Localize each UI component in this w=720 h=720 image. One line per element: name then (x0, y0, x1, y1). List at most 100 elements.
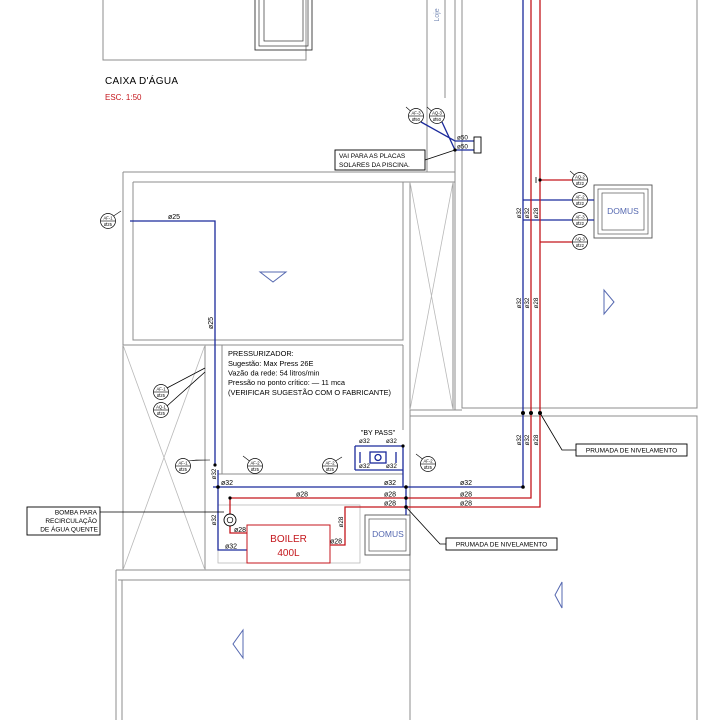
domus-upper-label: DOMUS (607, 206, 639, 216)
pipe-label: ø32 (460, 480, 472, 487)
pipe-label: ø32 (524, 297, 531, 308)
tag-diameter: Ø22 (576, 181, 585, 186)
pipe-tag: AQ-3 Ø50 (426, 106, 445, 124)
triangle-down-icon (258, 271, 288, 283)
pipe-tag: AF-1 Ø25 (175, 458, 210, 474)
pipe-tag: AF-2 Ø22 (572, 192, 588, 208)
pipe-label: ø32 (359, 463, 370, 470)
pipe-label: ø32 (384, 480, 396, 487)
tag-id: AF-2 (575, 194, 585, 199)
tag-id: AF-2 (423, 458, 433, 463)
pipe-label: ø32 (524, 207, 531, 218)
pipe-label: ø25 (168, 214, 180, 221)
pipe-label: ø28 (533, 434, 540, 445)
pipe-label: ø32 (211, 514, 218, 525)
pipe-label: ø32 (221, 480, 233, 487)
pipe-tag: AF-1 Ø25 (100, 210, 122, 229)
drawing-title: CAIXA D'ÁGUA (105, 74, 178, 87)
tag-id: AF-2 (325, 460, 335, 465)
drawing-scale: ESC. 1:50 (105, 93, 142, 102)
pipe-label: ø50 (457, 144, 468, 151)
pipe-label: ø28 (234, 527, 246, 534)
tag-id: AF-3 (411, 110, 421, 115)
pressurizer-note-line: Pressão no ponto crítico: — 11 mca (228, 378, 346, 387)
recirculation-pump-note: BOMBA PARA RECIRCULAÇÃO DE ÁGUA QUENTE (26, 506, 101, 536)
tag-id: AF-1 (178, 460, 188, 465)
pipe-label: ø28 (338, 516, 345, 527)
pipe-label: ø28 (533, 297, 540, 308)
pipe-tags: AF-1 Ø25 AF-3 Ø50 AQ-3 Ø50 AQ-2 Ø22 AF-2… (100, 106, 588, 474)
tag-diameter: Ø22 (576, 201, 585, 206)
pipe-label: ø32 (524, 434, 531, 445)
pipe-tag: AQ-3 Ø22 (572, 234, 588, 250)
tag-diameter: Ø25 (157, 411, 166, 416)
pipe-tag: AF-3 Ø50 (405, 106, 424, 124)
pump-note-line: RECIRCULAÇÃO (45, 516, 97, 525)
leveling-riser-note-lower: PRUMADA DE NIVELAMENTO (445, 537, 558, 551)
water-tank-symbol (254, 0, 313, 51)
tag-diameter: Ø22 (576, 243, 585, 248)
pipe-tag: AF-3 Ø22 (572, 212, 588, 228)
tag-id: AF-1 (156, 386, 166, 391)
pipe-tag: AF-2 Ø25 (242, 455, 263, 474)
hot-water-pipe (229, 0, 572, 546)
pipe-label: ø28 (460, 492, 472, 499)
leveling-riser-label: PRUMADA DE NIVELAMENTO (586, 448, 677, 455)
domus-lower: DOMUS (364, 514, 411, 556)
tag-diameter: Ø25 (326, 467, 335, 472)
pressurizer-note-line: Vazão da rede: 54 litros/min (228, 369, 319, 378)
triangle-left-icon (554, 581, 563, 609)
shaft-cross-hatch (122, 181, 454, 571)
boiler-capacity: 400L (277, 548, 300, 559)
pressurizer-note-line: PRESSURIZADOR: (228, 349, 294, 358)
solar-note-line: VAI PARA AS PLACAS (339, 153, 406, 160)
pipe-tag: AF-2 Ø25 (322, 456, 343, 474)
tag-diameter: Ø25 (179, 467, 188, 472)
leveling-riser-note-upper: PRUMADA DE NIVELAMENTO (575, 443, 688, 457)
tag-id: AQ-3 (432, 110, 442, 115)
pipe-labels: ø25 ø25 ø50 ø50 ø32 ø32 ø28 ø32 ø32 ø28 … (168, 135, 540, 551)
solar-panels-note: VAI PARA AS PLACAS SOLARES DA PISCINA. (334, 149, 426, 171)
solar-note-line: SOLARES DA PISCINA. (339, 162, 410, 169)
direction-markers (232, 271, 615, 660)
fitting-box (473, 136, 482, 154)
pipe-label: ø32 (359, 438, 370, 445)
pipe-tag: AF-1 Ø25 (153, 384, 169, 400)
wall-outline (102, 0, 698, 720)
pipe-tag: AQ-2 Ø22 (569, 170, 588, 188)
boiler: BOILER 400L (246, 524, 331, 564)
triangle-right-icon (603, 288, 615, 316)
leader-lines (100, 149, 576, 545)
pipe-label: ø32 (516, 297, 523, 308)
tag-diameter: Ø25 (104, 222, 113, 227)
pipe-label: ø32 (516, 207, 523, 218)
bypass-assembly (354, 446, 397, 470)
tag-id: AQ-2 (575, 174, 585, 179)
pipe-label: ø32 (516, 434, 523, 445)
pipe-label: ø28 (296, 492, 308, 499)
pump-note-line: BOMBA PARA (55, 510, 98, 517)
pipe-label: ø32 (386, 438, 397, 445)
bypass-label: "BY PASS" (361, 430, 396, 437)
tag-diameter: Ø22 (576, 221, 585, 226)
pipe-tag: AQ-1 Ø25 (153, 402, 169, 418)
pipe-label: ø32 (211, 468, 218, 479)
pipe-label: ø25 (208, 317, 215, 329)
recirculation-pump-icon (223, 513, 237, 527)
pipe-label: ø50 (457, 135, 468, 142)
tag-id: AF-1 (103, 215, 113, 220)
pipe-label: ø28 (384, 501, 396, 508)
pipe-label: ø32 (225, 544, 237, 551)
pipe-label: ø28 (533, 207, 540, 218)
tag-id: AF-3 (575, 214, 585, 219)
pipe-label: ø32 (386, 463, 397, 470)
boiler-name: BOILER (270, 534, 307, 545)
tag-diameter: Ø25 (251, 467, 260, 472)
pressurizer-note: PRESSURIZADOR: Sugestão: Max Press 26E V… (228, 349, 391, 397)
walls (102, 0, 698, 720)
pressurizer-note-line: (VERIFICAR SUGESTÃO COM O FABRICANTE) (228, 388, 391, 397)
pipe-label: ø28 (330, 539, 342, 546)
room-label: Loje (434, 8, 441, 21)
tag-diameter: Ø50 (412, 117, 421, 122)
